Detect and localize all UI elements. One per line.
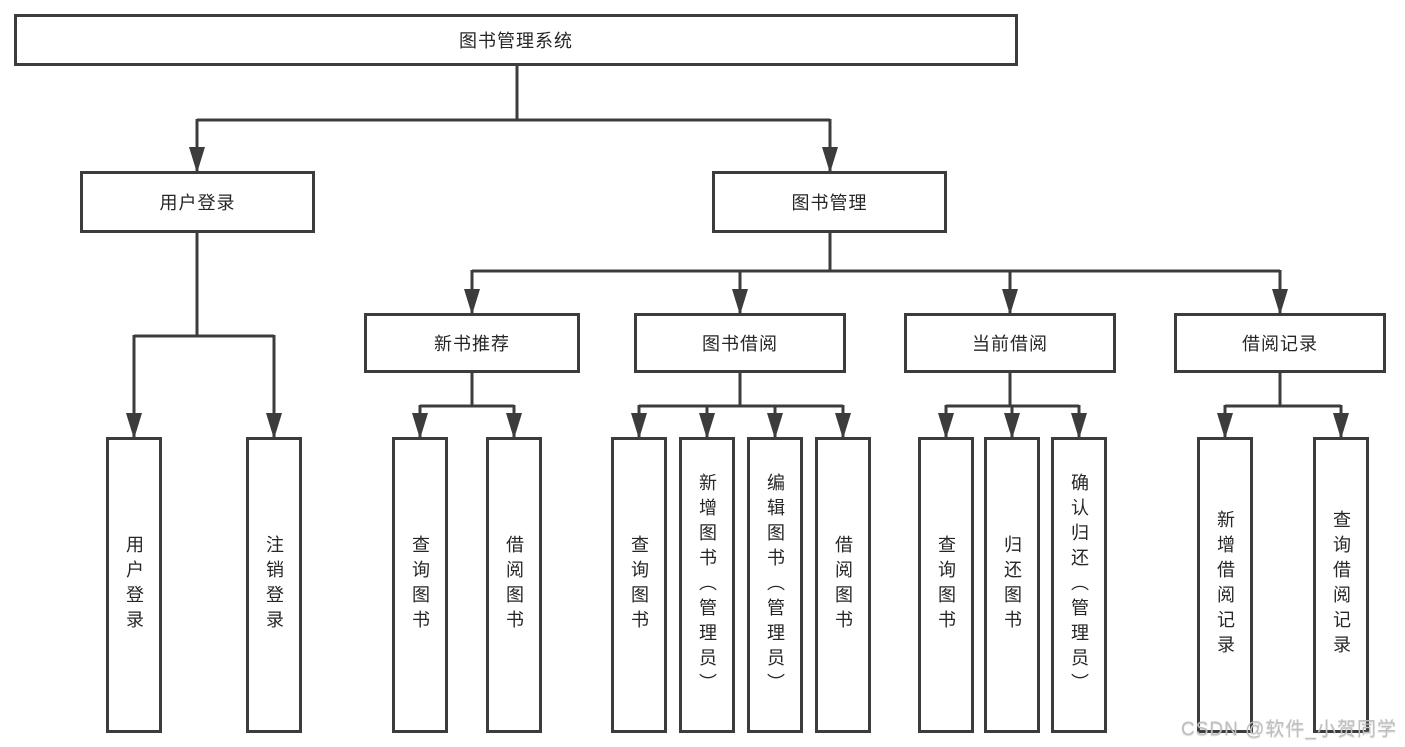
node-book-management: 图书管理 xyxy=(712,171,947,233)
leaf-borrow-books-2: 借阅图书 xyxy=(815,437,871,733)
node-book-borrowing: 图书借阅 xyxy=(634,313,846,373)
connector-book-borrow-trunk xyxy=(639,373,843,408)
leaf-borrow-books-1: 借阅图书 xyxy=(486,437,542,733)
leaf-user-login: 用户登录 xyxy=(106,437,162,733)
connector-user-login-trunk xyxy=(134,233,274,338)
leaf-query-books-1: 查询图书 xyxy=(392,437,448,733)
csdn-watermark: CSDN @软件_小贺同学 xyxy=(1181,719,1397,740)
leaf-query-borrow-record: 查询借阅记录 xyxy=(1313,437,1369,733)
leaf-query-books-3: 查询图书 xyxy=(918,437,974,733)
leaf-add-borrow-record: 新增借阅记录 xyxy=(1197,437,1253,733)
node-library-management-system: 图书管理系统 xyxy=(14,14,1018,66)
node-user-login: 用户登录 xyxy=(80,171,315,233)
node-current-borrowing: 当前借阅 xyxy=(904,313,1116,373)
leaf-add-books-admin: 新增图书（管理员） xyxy=(679,437,735,733)
connector-current-borrow-trunk xyxy=(946,373,1079,408)
connector-borrow-records-trunk xyxy=(1225,373,1341,408)
leaf-query-books-2: 查询图书 xyxy=(611,437,667,733)
node-borrowing-records: 借阅记录 xyxy=(1174,313,1386,373)
leaf-edit-books-admin: 编辑图书（管理员） xyxy=(747,437,803,733)
connector-root-trunk xyxy=(197,66,830,122)
connector-new-book-trunk xyxy=(420,373,514,408)
connector-book-management-trunk xyxy=(472,233,1280,273)
leaf-logout: 注销登录 xyxy=(246,437,302,733)
node-new-book-recommendation: 新书推荐 xyxy=(364,313,580,373)
leaf-confirm-return-admin: 确认归还（管理员） xyxy=(1051,437,1107,733)
leaf-return-books: 归还图书 xyxy=(984,437,1040,733)
